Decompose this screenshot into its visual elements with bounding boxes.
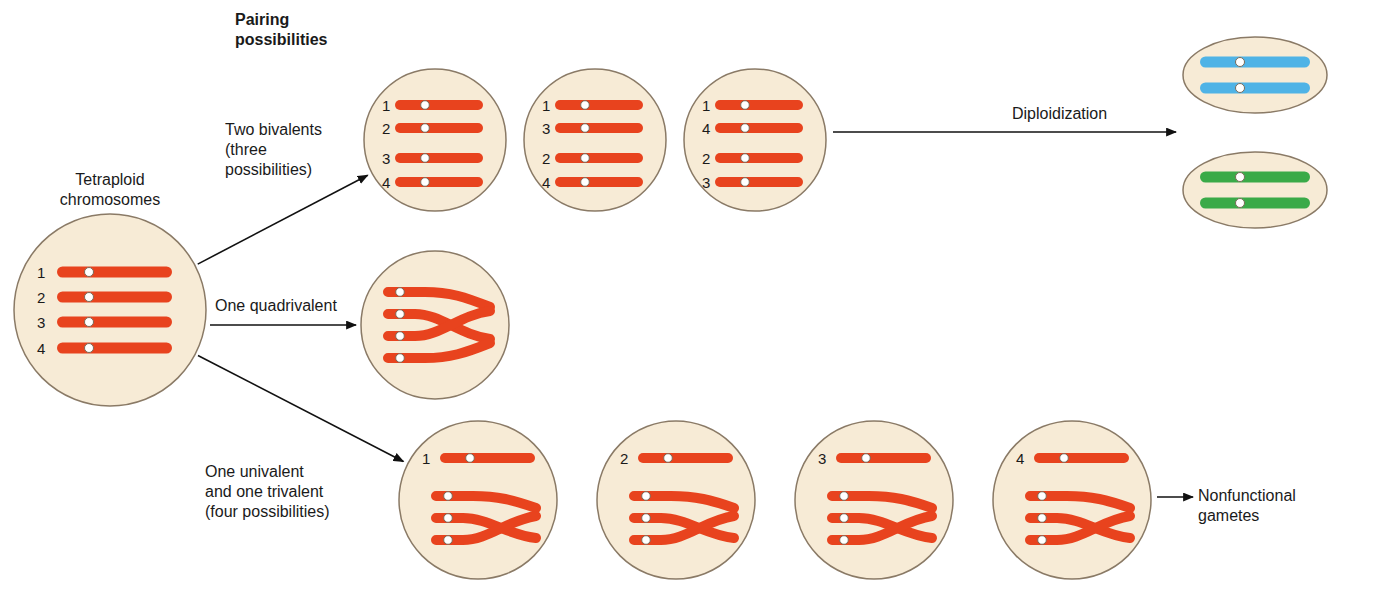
chromosome [555, 100, 643, 110]
chromosome-number: 3 [818, 449, 826, 468]
univalent [1034, 453, 1129, 463]
cell-outline [14, 214, 206, 406]
chromosome-number: 4 [37, 339, 45, 358]
chromosome-number: 1 [422, 449, 430, 468]
chromosome [715, 123, 803, 133]
cell-outline [684, 69, 826, 211]
arrow-label: Nonfunctional gametes [1198, 486, 1338, 526]
chromosome [715, 100, 803, 110]
arrow-label: Diploidization [1012, 104, 1107, 124]
chromosome [555, 177, 643, 187]
chromosome-number: 3 [542, 119, 550, 138]
chromosome-number: 4 [382, 173, 390, 192]
trivalent [634, 492, 734, 545]
chromosome [1200, 198, 1310, 209]
circle-outline [13, 213, 207, 407]
chromosome [57, 267, 172, 278]
chromosome [57, 343, 172, 354]
diagram-title: Pairing possibilities [235, 10, 365, 50]
chromosome [555, 153, 643, 163]
chromosome-number: 2 [702, 149, 710, 168]
univalent [836, 453, 931, 463]
tetraploid-circle: Tetraploid chromosomes1234 [13, 213, 207, 407]
pairing-arrow [198, 355, 403, 461]
cell-outline [597, 421, 755, 579]
chromosome [57, 317, 172, 328]
arrow-label: One quadrivalent [215, 296, 337, 316]
chromosome [715, 177, 803, 187]
chromosome-number: 2 [542, 149, 550, 168]
cell-outline [399, 421, 557, 579]
chromosome [395, 123, 483, 133]
chromosome [1200, 57, 1310, 68]
univalent [638, 453, 733, 463]
chromosome [715, 153, 803, 163]
chromosome [555, 123, 643, 133]
chromosome [1200, 172, 1310, 183]
pairing-arrow [198, 175, 368, 264]
quadrivalent [388, 288, 490, 363]
arrow [1157, 496, 1193, 498]
bivalent-circle: 1 4 2 3 [683, 68, 827, 212]
cell-outline [795, 421, 953, 579]
chromosome-number: 4 [702, 119, 710, 138]
trivalent [1030, 492, 1130, 545]
cell-outline [524, 69, 666, 211]
chromosome-number: 2 [620, 449, 628, 468]
edge-label: Two bivalents (three possibilities) [225, 120, 347, 180]
arrow [210, 324, 356, 326]
circle-heading: Tetraploid chromosomes [40, 170, 180, 210]
arrow [833, 131, 1176, 133]
bivalent-circle: 1 2 3 4 [363, 68, 507, 212]
chromosome-number: 1 [37, 263, 45, 282]
cell-outline [364, 69, 506, 211]
univalent [440, 453, 535, 463]
quadrivalent-circle [361, 251, 509, 399]
edge-label: One univalent and one trivalent (four po… [205, 462, 333, 522]
chromosome [395, 100, 483, 110]
trivalent [436, 492, 536, 545]
trivalent [832, 492, 932, 545]
chromosome [57, 292, 172, 303]
chromosome-number: 1 [382, 96, 390, 115]
cell-outline [993, 421, 1151, 579]
diploid-cell [1183, 152, 1327, 228]
chromosome [1200, 83, 1310, 94]
chromosome-number: 1 [702, 96, 710, 115]
diploid-cell [1183, 37, 1327, 113]
chromosome-number: 2 [382, 119, 390, 138]
chromosome-number: 4 [1016, 449, 1024, 468]
chromosome [395, 177, 483, 187]
chromosome-number: 3 [37, 313, 45, 332]
chromosome-number: 4 [542, 173, 550, 192]
chromosome-number: 1 [542, 96, 550, 115]
chromosome [395, 153, 483, 163]
chromosome-number: 2 [37, 288, 45, 307]
chromosome-number: 3 [702, 173, 710, 192]
bivalent-circle: 1 3 2 4 [523, 68, 667, 212]
chromosome-number: 3 [382, 149, 390, 168]
